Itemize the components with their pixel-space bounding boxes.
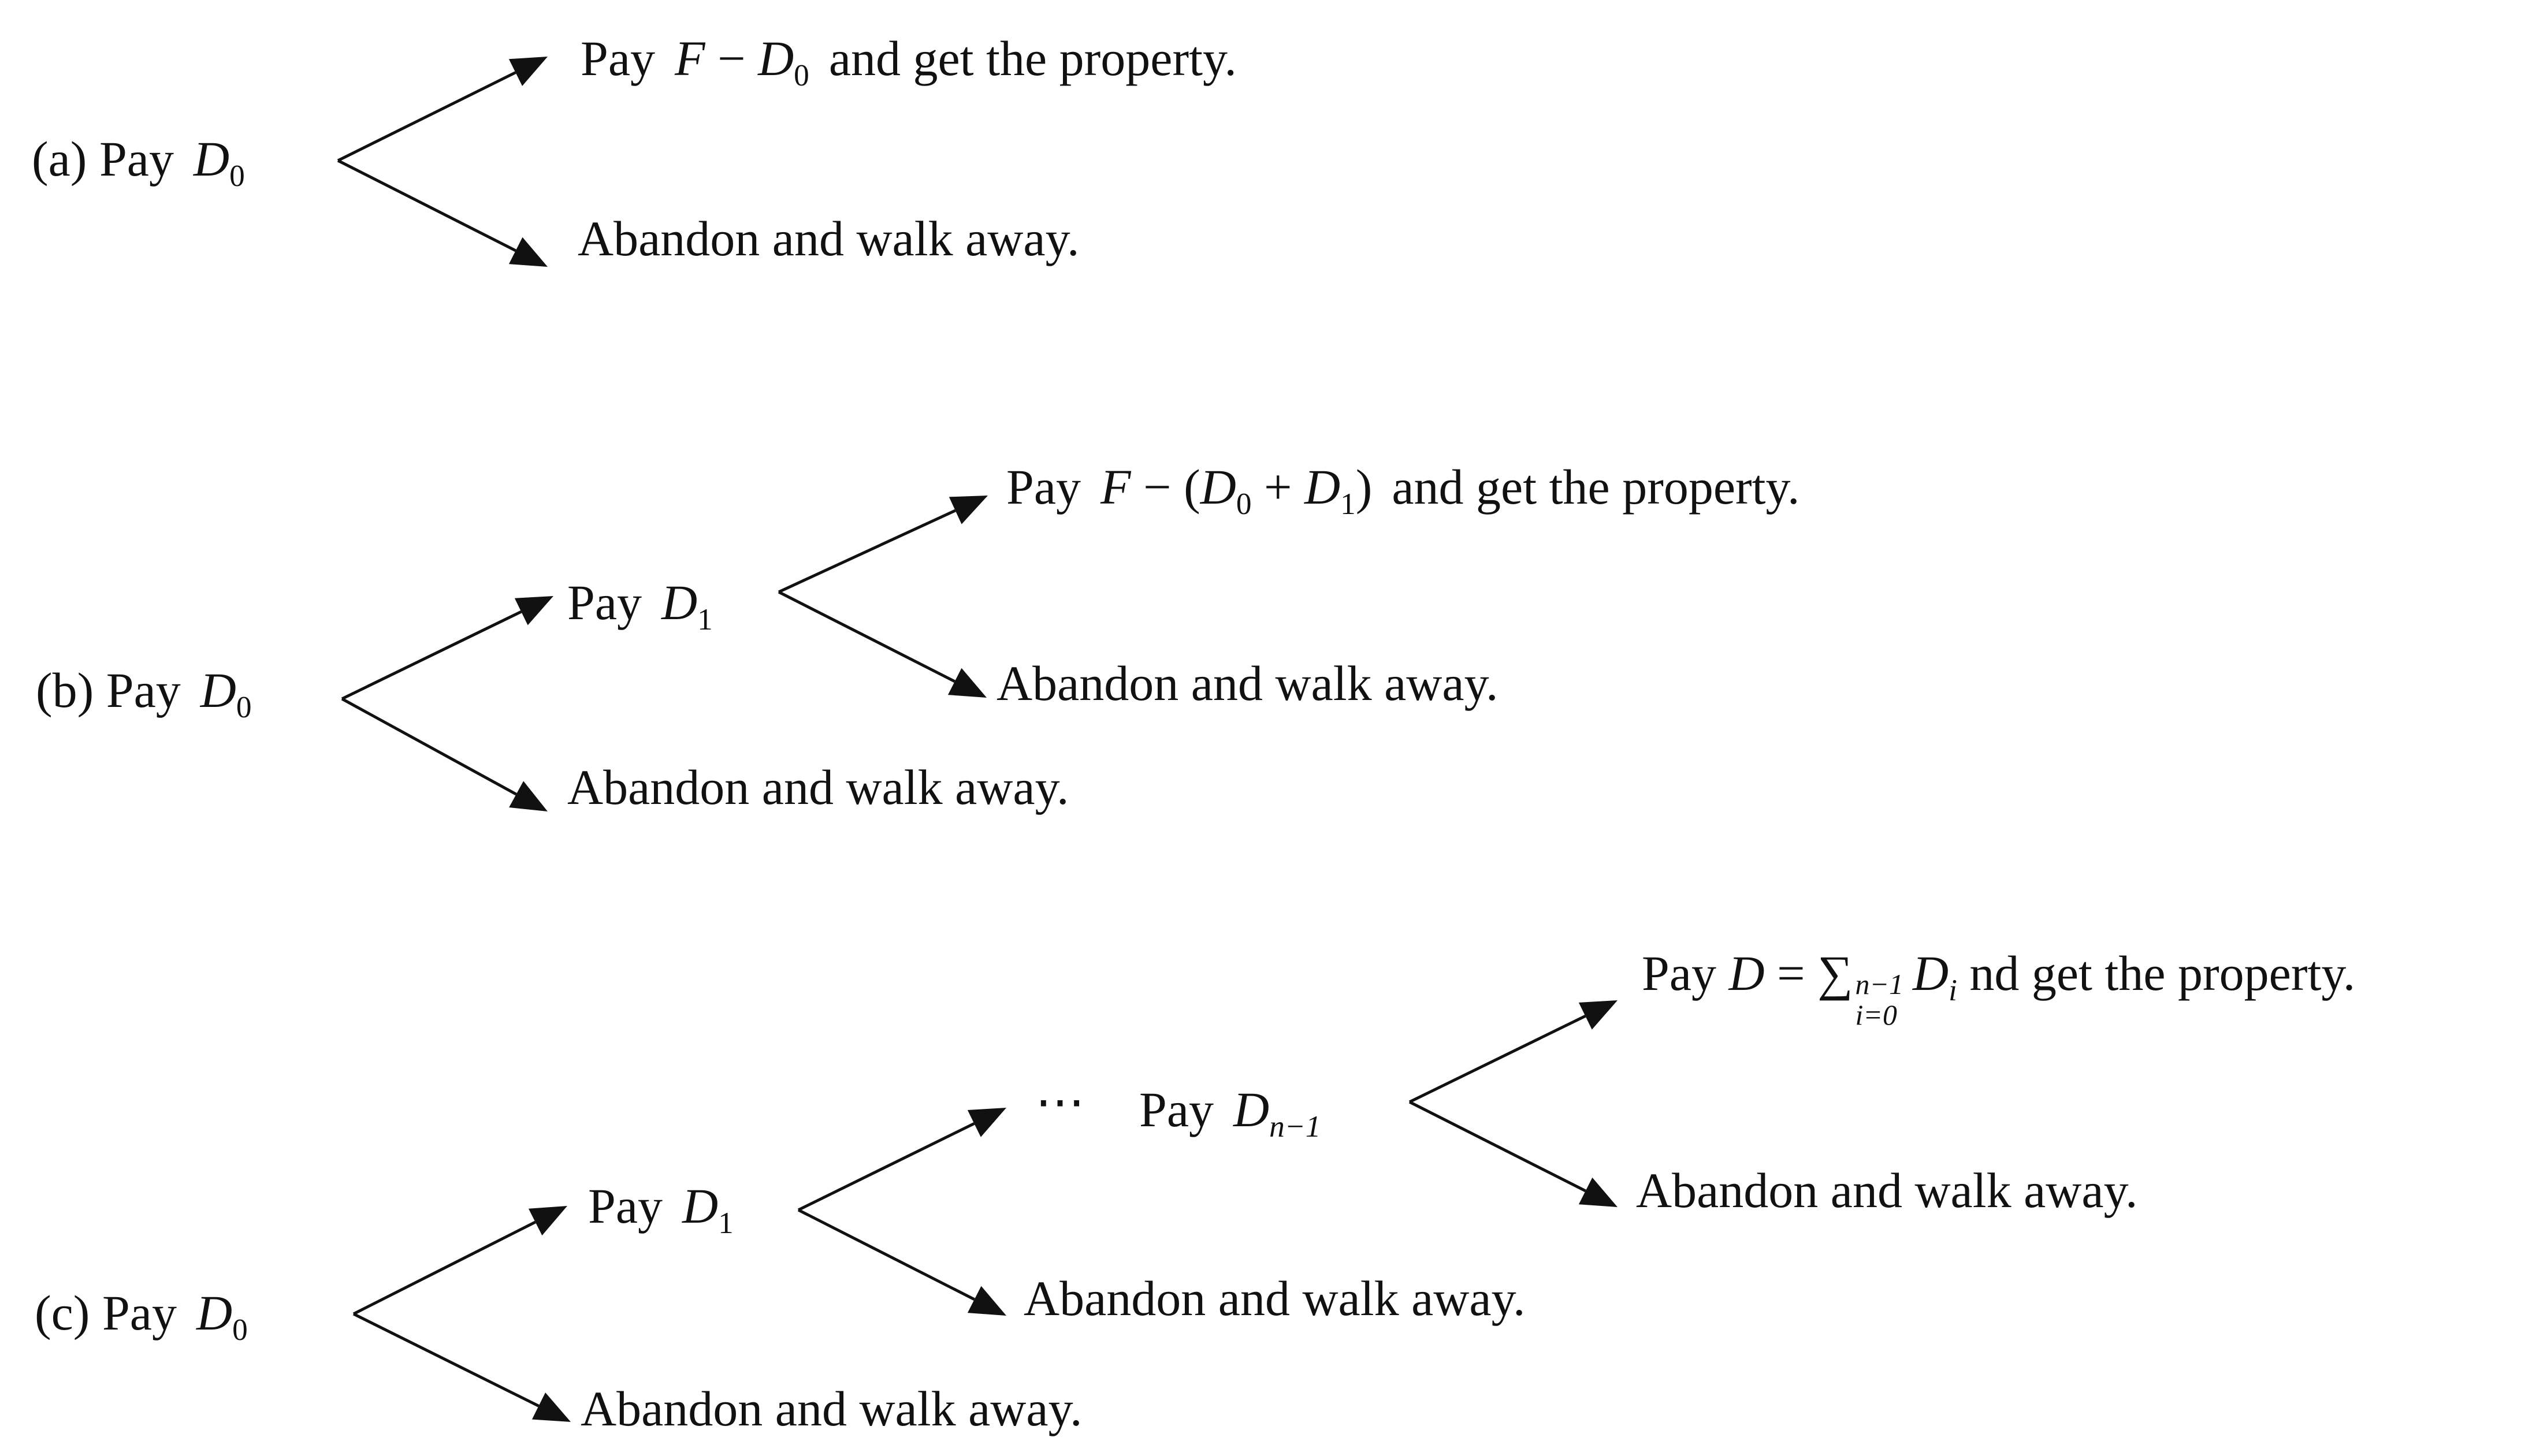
a-edge-up-line — [337, 71, 516, 162]
c-final-abandon-label: Abandon and walk away. — [1636, 1163, 2138, 1218]
tree-edges — [337, 57, 1618, 1422]
c-mid-abandon-label: Abandon and walk away. — [1024, 1271, 1526, 1326]
a-edge-down-line — [337, 159, 516, 252]
c-edge-down-arrowhead — [531, 1392, 571, 1422]
b-inner-edge-down-arrowhead — [947, 668, 987, 698]
c-ellipsis: ⋯ — [1035, 1074, 1085, 1130]
c-final-edge-down-line — [1408, 1100, 1586, 1193]
c-final-edge-down-arrowhead — [1578, 1177, 1618, 1207]
c-mid-edge-up-arrowhead — [967, 1108, 1006, 1137]
a-abandon-label: Abandon and walk away. — [578, 211, 1080, 266]
c-outer-abandon-label: Abandon and walk away. — [581, 1381, 1083, 1436]
b-inner-edge-down-line — [778, 590, 955, 683]
b-edge-down-arrowhead — [509, 781, 548, 811]
c-final-edge-up-line — [1408, 1014, 1586, 1104]
b-outer-abandon-label: Abandon and walk away. — [567, 759, 1069, 815]
b-edge-down-line — [341, 697, 517, 796]
c-edge-up-line — [352, 1220, 536, 1316]
b-inner-edge-up-arrowhead — [949, 496, 988, 524]
b-inner-abandon-label: Abandon and walk away. — [996, 656, 1499, 711]
c-edge-up-arrowhead — [528, 1206, 567, 1236]
c-mid-edge-up-line — [797, 1122, 975, 1212]
c-edge-down-line — [352, 1312, 540, 1407]
b-inner-edge-up-line — [778, 509, 956, 594]
c-final-edge-up-arrowhead — [1578, 1000, 1618, 1030]
b-edge-up-line — [341, 610, 522, 701]
a-edge-down-arrowhead — [508, 237, 548, 267]
c-mid-edge-down-line — [797, 1208, 975, 1301]
c-mid-edge-down-arrowhead — [967, 1286, 1006, 1316]
a-edge-up-arrowhead — [508, 57, 548, 86]
b-edge-up-arrowhead — [514, 596, 553, 625]
